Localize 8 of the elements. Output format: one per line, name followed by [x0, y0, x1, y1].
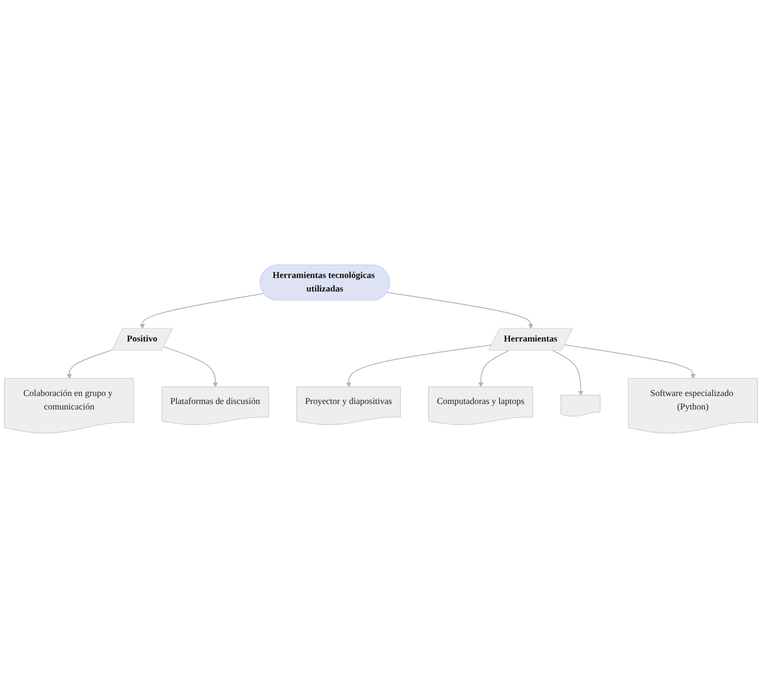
arrow [66, 349, 113, 379]
arrow [564, 344, 696, 379]
arrow [140, 293, 264, 329]
arrow [163, 346, 218, 388]
arrow [386, 292, 534, 329]
arrow [552, 350, 584, 396]
arrow [478, 350, 510, 388]
arrow [346, 344, 492, 388]
